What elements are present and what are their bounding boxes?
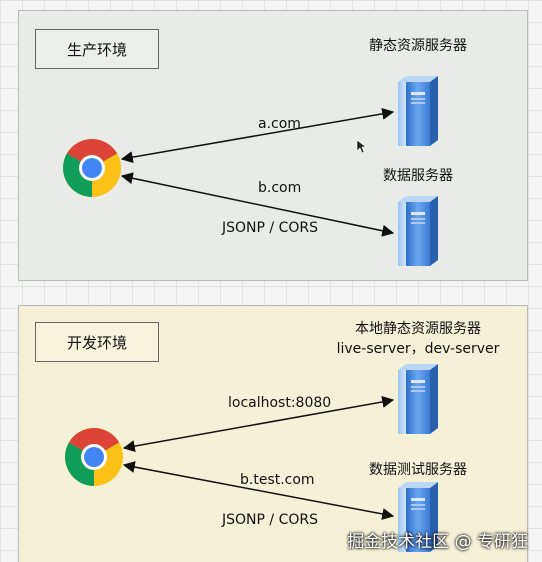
prod-protocol-label: JSONP / CORS (222, 220, 318, 236)
prod-arrow-static (120, 107, 395, 164)
watermark: 掘金技术社区 @ 专研狂 (347, 532, 528, 552)
dev-static-arrow-label: localhost:8080 (228, 395, 332, 411)
dev-static-server-tools: live-server，dev-server (336, 341, 500, 357)
production-label: 生产环境 (66, 40, 127, 59)
development-label: 开发环境 (66, 333, 127, 352)
dev-protocol-label: JSONP / CORS (222, 512, 318, 528)
mouse-cursor-icon (356, 139, 367, 154)
prod-static-arrow-label: a.com (258, 116, 301, 132)
prod-static-server-icon (398, 76, 438, 146)
dev-arrow-static (122, 395, 395, 453)
prod-static-server-label: 静态资源服务器 (369, 38, 467, 54)
dev-chrome-browser-icon (65, 428, 123, 486)
prod-data-server-icon (398, 196, 438, 266)
dev-data-server-label: 数据测试服务器 (369, 462, 467, 478)
production-label-box: 生产环境 (35, 29, 159, 69)
dev-arrow-data (122, 461, 395, 520)
development-label-box: 开发环境 (35, 322, 159, 362)
prod-arrow-data (120, 172, 395, 237)
dev-static-server-label: 本地静态资源服务器 (355, 321, 481, 337)
prod-data-arrow-label: b.com (258, 180, 302, 196)
dev-static-server-icon (398, 364, 438, 434)
prod-chrome-browser-icon (63, 139, 121, 197)
dev-data-arrow-label: b.test.com (240, 472, 315, 488)
prod-data-server-label: 数据服务器 (383, 168, 453, 184)
